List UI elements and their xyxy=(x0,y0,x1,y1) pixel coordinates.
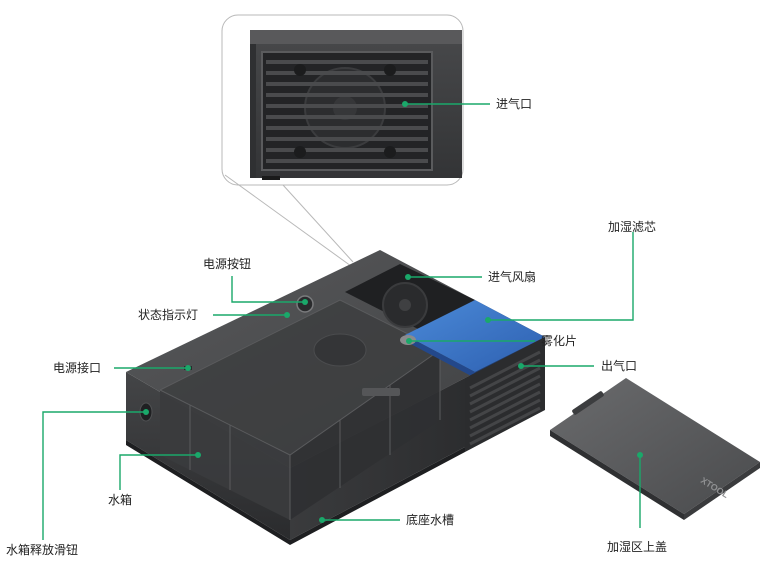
intake-vent-grille xyxy=(261,51,433,171)
label-power-button: 电源按钮 xyxy=(203,257,252,271)
label-water-tank: 水箱 xyxy=(108,493,133,507)
water-tank-body xyxy=(160,390,290,520)
label-intake-vent: 进气口 xyxy=(496,97,533,111)
callout-lines xyxy=(42,103,641,540)
label-power-port: 电源接口 xyxy=(53,361,102,375)
humidifier-unit xyxy=(126,250,545,545)
label-intake-fan: 进气风扇 xyxy=(488,270,537,284)
inset-zoom-panel xyxy=(221,14,464,267)
label-humidifier-filter: 加湿滤芯 xyxy=(608,220,657,234)
humidifier-top-cover: XTOOL xyxy=(550,378,760,520)
label-humidifier-top-cover: 加湿区上盖 xyxy=(607,540,668,554)
label-status-indicator: 状态指示灯 xyxy=(138,308,199,322)
label-base-water-tray: 底座水槽 xyxy=(406,513,455,527)
label-tank-release-slider: 水箱释放滑钮 xyxy=(6,543,79,557)
callout-dots xyxy=(143,101,643,523)
label-outlet-vent: 出气口 xyxy=(601,359,638,373)
label-atomizer: 雾化片 xyxy=(541,334,578,348)
